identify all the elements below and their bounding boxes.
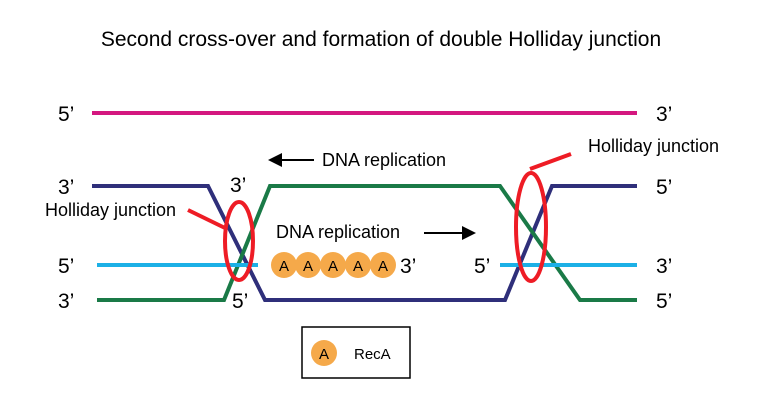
- label-top-right: 3’: [656, 103, 672, 126]
- legend-recA-symbol: [311, 340, 337, 366]
- label-top-left: 5’: [58, 103, 74, 126]
- replication-middle-label: DNA replication: [276, 222, 400, 242]
- replication-top-label: DNA replication: [322, 150, 446, 170]
- label-mid-right: 3’: [656, 255, 672, 278]
- label-junction-inner: 5’: [474, 255, 490, 278]
- recA-protein: [370, 252, 396, 278]
- label-upper-right: 5’: [656, 176, 672, 199]
- recA-group: A A A A A: [271, 252, 396, 278]
- holliday-left-label: Holliday junction: [45, 200, 176, 220]
- recA-letter: A: [303, 258, 313, 275]
- label-mid-left: 5’: [58, 255, 74, 278]
- label-lower-left: 3’: [58, 290, 74, 313]
- legend-box: [301, 326, 411, 379]
- recA-letter: A: [279, 258, 289, 275]
- holliday-left-ring: [223, 200, 255, 282]
- recA-letter: A: [353, 258, 363, 275]
- recA-letter: A: [328, 258, 338, 275]
- label-lower-mid-left: 5’: [232, 290, 248, 313]
- holliday-right-pointer: [529, 152, 572, 171]
- navy-strand: [92, 184, 637, 302]
- recA-protein: [271, 252, 297, 278]
- recA-protein: [320, 252, 346, 278]
- holliday-right-ring: [514, 171, 548, 283]
- label-upper-mid-left: 3’: [230, 174, 246, 197]
- arrow-right-head: [462, 226, 476, 240]
- label-upper-left: 3’: [58, 176, 74, 199]
- green-strand: [97, 184, 637, 302]
- recA-protein: [295, 252, 321, 278]
- label-lower-right: 5’: [656, 290, 672, 313]
- recA-letter: A: [378, 258, 388, 275]
- diagram-title: Second cross-over and formation of doubl…: [101, 28, 661, 51]
- holliday-right-label: Holliday junction: [588, 136, 719, 156]
- legend-recA-label: RecA: [354, 346, 391, 363]
- label-recA-end: 3’: [400, 255, 416, 278]
- legend: A RecA: [301, 326, 411, 379]
- recA-protein: [345, 252, 371, 278]
- legend-recA-letter: A: [319, 346, 329, 363]
- holliday-left-pointer: [187, 208, 226, 230]
- arrow-left-head: [268, 153, 282, 167]
